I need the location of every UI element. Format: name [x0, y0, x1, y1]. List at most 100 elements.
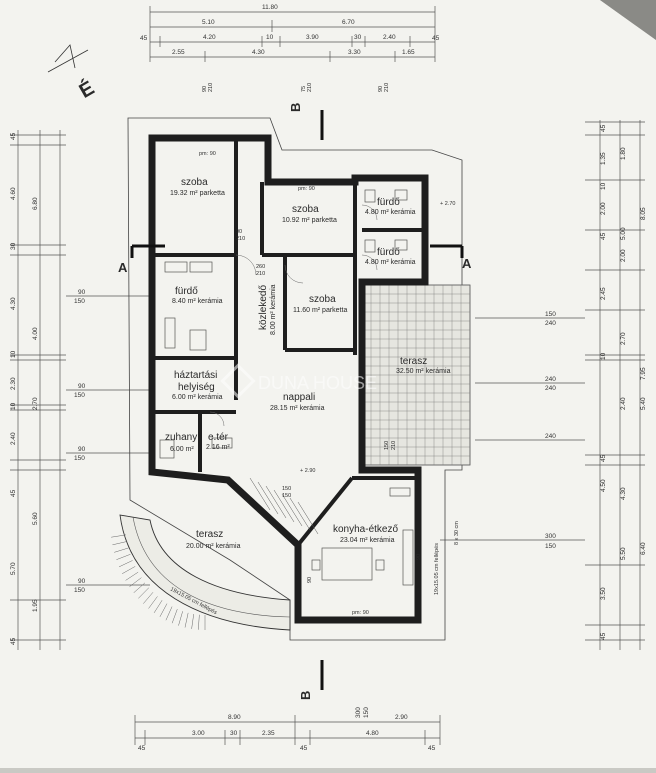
dim-bottom-7: 30: [230, 730, 238, 737]
szoba1-area: 19.32 m² parketta: [170, 190, 225, 197]
dim-bottom-2: 300: [355, 707, 362, 718]
opening-r4: 240: [545, 433, 556, 440]
dim-right-9: 2.00: [620, 249, 627, 262]
dim-top-i: 45: [432, 35, 440, 42]
dim-bottom-1: 8.90: [228, 714, 241, 721]
terrace-paving: [361, 284, 471, 466]
opening-l3-h: 150: [74, 455, 85, 462]
fixtures: [159, 189, 414, 586]
opening-l3-w: 90: [78, 446, 86, 453]
dim-top-b: 6.70: [342, 19, 355, 26]
dim-right-4: 8.05: [640, 207, 647, 220]
opening-r1-h: 240: [545, 320, 556, 327]
opening-r3: 240: [545, 385, 556, 392]
svg-text:260: 260: [256, 264, 265, 270]
dim-bottom-11: 45: [428, 745, 436, 752]
dim-bottom-5: 45: [138, 745, 146, 752]
eter-name: e.tér: [208, 432, 229, 443]
dim-bottom-3: 150: [363, 707, 370, 718]
opening-r5-h: 150: [545, 543, 556, 550]
terasz-bottom-area: 20.00 m² kerámia: [186, 543, 241, 550]
dim-top-k: 4.30: [252, 49, 265, 56]
dim-right-16: 45: [600, 454, 607, 462]
section-a-right: A: [462, 256, 472, 271]
szoba2-name: szoba: [292, 204, 319, 215]
opening-r2: 240: [545, 376, 556, 383]
terasz-right-name: terasz: [400, 356, 427, 367]
level-mark-1: + 2.70: [440, 201, 455, 207]
svg-text:150: 150: [282, 493, 291, 499]
stairs-label-2: 19x15.05 cm fellépés: [434, 543, 440, 595]
konyha-area: 23.04 m² kerámia: [340, 537, 395, 544]
section-b-top: B: [288, 103, 303, 112]
top-dimensions: 11.80 5.10 6.70 45 4.20 10 3.90 30 2.40 …: [140, 4, 440, 62]
watermark: DUNA HOUSE: [220, 363, 377, 399]
kozlekedo-area: 8.00 m² kerámia: [270, 284, 277, 335]
dim-right-8: 45: [600, 232, 607, 240]
opening-marks: 90 210 75 210 90 210 90 210 260 210 150 …: [202, 83, 422, 583]
dim-bottom-8: 2.35: [262, 730, 275, 737]
furdo3-name: fürdő: [175, 286, 198, 297]
opening-l4-w: 90: [78, 578, 86, 585]
level-mark-2: + 2.90: [300, 468, 315, 474]
dim-left-10: 10: [10, 402, 17, 410]
dim-right-1: 45: [600, 124, 607, 132]
dim-right-14: 2.40: [620, 397, 627, 410]
dim-right-15: 5.40: [640, 397, 647, 410]
dim-right-2: 1.35: [600, 152, 607, 165]
svg-text:210: 210: [256, 271, 265, 277]
szoba2-area: 10.92 m² parketta: [282, 217, 337, 224]
dim-right-12: 10: [600, 352, 607, 360]
section-a-left: A: [118, 260, 128, 275]
dim-top-c: 45: [140, 35, 148, 42]
dim-bottom-6: 3.00: [192, 730, 205, 737]
dim-top-e: 10: [266, 34, 274, 41]
svg-text:75: 75: [301, 86, 307, 92]
zuhany-name: zuhany: [165, 432, 197, 443]
dim-right-21: 3.50: [600, 587, 607, 600]
dim-left-2: 4.60: [10, 187, 17, 200]
curved-terrace: [111, 514, 291, 631]
dim-top-f: 3.90: [306, 34, 319, 41]
svg-text:210: 210: [208, 83, 214, 92]
konyha-pm: pm: 90: [352, 610, 369, 616]
dim-left-4: 30: [10, 242, 17, 250]
opening-l2-w: 90: [78, 383, 86, 390]
opening-l1-w: 90: [78, 289, 86, 296]
haztartasi-name1: háztartási: [174, 370, 217, 381]
dim-top-h: 2.40: [383, 34, 396, 41]
dim-right-5: 10: [600, 182, 607, 190]
furdo2-area: 4.80 m² kerámia: [365, 259, 416, 266]
dim-left-6: 4.00: [32, 327, 39, 340]
dim-right-19: 5.50: [620, 547, 627, 560]
dim-overall-width: 11.80: [262, 4, 278, 11]
furdo1-name: fürdő: [377, 197, 400, 208]
interior-walls: [152, 140, 425, 547]
svg-text:90: 90: [378, 86, 384, 92]
svg-text:150: 150: [384, 441, 390, 450]
dim-left-5: 4.30: [10, 297, 17, 310]
szoba3-name: szoba: [309, 294, 336, 305]
terasz-right-area: 32.50 m² kerámia: [396, 368, 451, 375]
kozlekedo-name: közlekedő: [258, 285, 269, 330]
eter-area: 2.16 m²: [206, 444, 230, 451]
szoba1-name: szoba: [181, 177, 208, 188]
dim-left-9: 2.70: [32, 397, 39, 410]
opening-r5-w: 300: [545, 533, 556, 540]
dim-right-13: 7.95: [640, 367, 647, 380]
nappali-area: 28.15 m² kerámia: [270, 405, 325, 412]
szoba1-pm: pm: 90: [199, 151, 216, 157]
furdo1-area: 4.80 m² kerámia: [365, 209, 416, 216]
dim-bottom-9: 45: [300, 745, 308, 752]
section-b-bottom: B: [298, 691, 313, 700]
dim-top-a: 5.10: [202, 19, 215, 26]
dim-left-13: 5.60: [32, 512, 39, 525]
dim-right-3: 1.80: [620, 147, 627, 160]
nappali-name: nappali: [283, 392, 315, 403]
dim-bottom-10: 4.80: [366, 730, 379, 737]
opening-r1-w: 150: [545, 311, 556, 318]
opening-l2-h: 150: [74, 392, 85, 399]
dim-top-m: 1.65: [402, 49, 415, 56]
dim-left-15: 1.95: [32, 599, 39, 612]
